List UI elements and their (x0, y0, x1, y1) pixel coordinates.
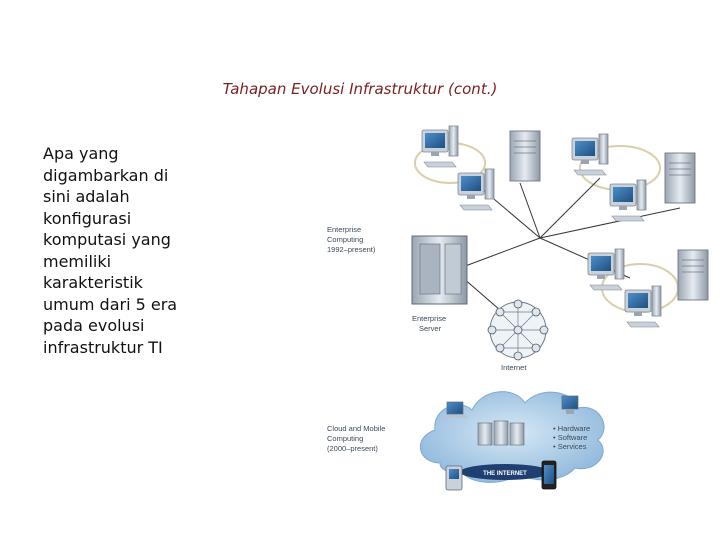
laptop-icon (442, 401, 468, 418)
internet-network-icon (487, 299, 549, 361)
desktop-computer-icon (609, 179, 647, 222)
smartphone-icon (541, 460, 557, 490)
the-internet-bar (460, 464, 550, 480)
enterprise-computing-label: Enterprise Computing 1992–present) (327, 225, 376, 254)
desktop-computer-icon (457, 168, 495, 211)
desktop-computer-icon (421, 125, 459, 168)
desktop-computer-icon (624, 285, 662, 328)
desktop-computer-icon (561, 395, 579, 414)
slide-title: Tahapan Evolusi Infrastruktur (cont.) (222, 80, 498, 98)
pda-device-icon (445, 465, 463, 491)
cloud-mobile-label: Cloud and Mobile Computing (2000–present… (327, 424, 387, 453)
desktop-computer-icon (587, 248, 625, 291)
cloud-server-icon (477, 420, 525, 446)
enterprise-server-icon (411, 235, 468, 305)
desktop-computer-icon (571, 133, 609, 176)
cloud-services-list: • Hardware • Software • Services (553, 424, 592, 451)
server-tower-icon (664, 152, 696, 204)
enterprise-server-label: Enterprise Server (412, 314, 448, 333)
slide-body-text: Apa yang digambarkan di sini adalah konf… (43, 144, 178, 357)
server-tower-icon (677, 249, 709, 301)
infrastructure-diagram: Enterprise Computing 1992–present) Enter… (327, 125, 709, 491)
the-internet-text: THE INTERNET (483, 471, 527, 477)
internet-label: Internet (501, 363, 527, 372)
server-tower-icon (509, 130, 541, 182)
